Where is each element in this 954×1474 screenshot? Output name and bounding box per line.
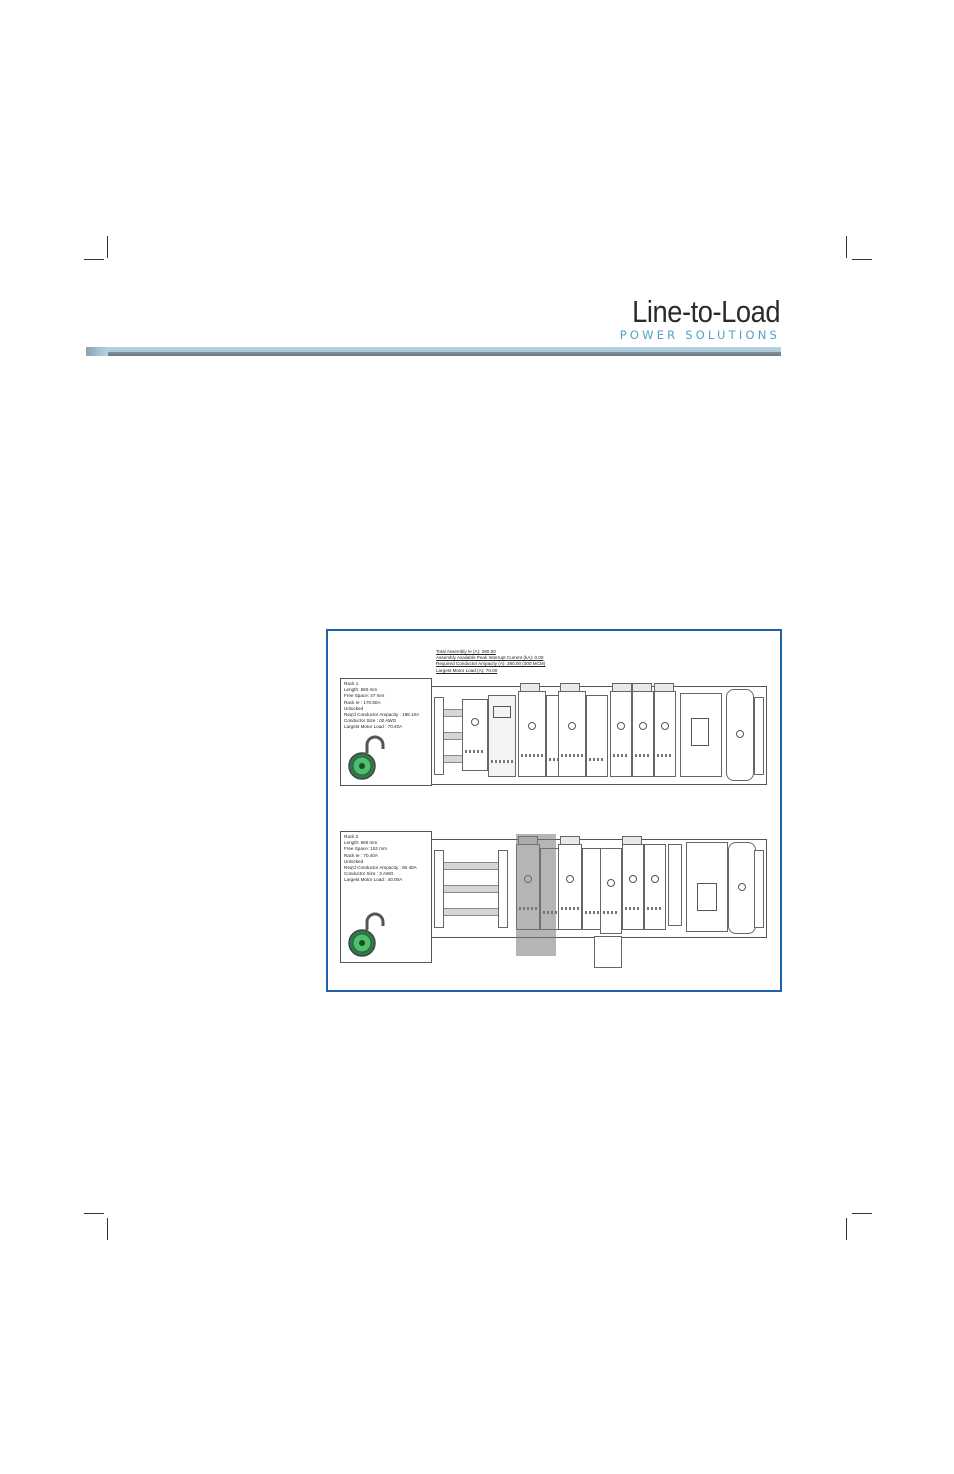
rack-2-line: Req'd Conductor Ampacity : 80.40A xyxy=(344,865,417,871)
crop-mark xyxy=(107,236,108,258)
crop-mark xyxy=(84,1213,104,1214)
crop-mark xyxy=(107,1218,108,1240)
rack-2-line: Free Space: 152 mm xyxy=(344,846,387,852)
rack-2-line: Rack Ie : 70.40A xyxy=(344,852,378,858)
contactor-module xyxy=(686,842,728,932)
rack-1-line: Conductor Size : 00 AWG xyxy=(344,718,397,724)
rack-2-drawing xyxy=(431,834,767,968)
rack-1-line: Rack Ie : 170.50A xyxy=(344,699,381,705)
breaker-module xyxy=(680,693,722,777)
end-stop xyxy=(754,850,764,928)
starter-module xyxy=(600,848,622,934)
header-rule xyxy=(86,347,781,356)
end-stop xyxy=(754,697,764,775)
rack-1-line: Free Space: 47 mm xyxy=(344,693,385,699)
rack-2-line: Length: 660 mm xyxy=(344,840,378,846)
din-rail xyxy=(444,862,504,870)
rack-2-line: Unlocked xyxy=(344,858,364,864)
highlighted-slot xyxy=(516,834,556,956)
starter-module xyxy=(654,691,676,777)
starter-module xyxy=(558,691,586,777)
end-stop xyxy=(434,850,444,928)
unlocked-padlock-icon[interactable] xyxy=(345,735,389,781)
rack-1-line: Largest Motor Load : 70.40A xyxy=(344,724,403,730)
rack-1-info: Rack 1 Length: 660 mm Free Space: 47 mm … xyxy=(340,678,432,786)
summary-line: Largest Motor Load (A): 70.00 xyxy=(436,667,498,673)
crop-mark xyxy=(84,259,104,260)
crop-mark xyxy=(852,259,872,260)
starter-module xyxy=(462,699,488,771)
rack-1-line: Unlocked xyxy=(344,705,364,711)
disconnect-module xyxy=(726,689,754,781)
brand-logo: Line-to-Load POWER SOLUTIONS xyxy=(612,294,781,342)
starter-module xyxy=(582,848,602,930)
brand-tagline: POWER SOLUTIONS xyxy=(619,328,780,342)
din-rail xyxy=(444,885,504,893)
rack-2-line: Conductor Size : 3 AWG xyxy=(344,871,394,877)
rack-2-line: Rack 2 xyxy=(344,834,359,839)
crop-mark xyxy=(846,1218,847,1240)
din-rail xyxy=(444,908,504,916)
brand-name: Line-to-Load xyxy=(632,294,780,329)
disconnect-module xyxy=(728,842,756,934)
rack-2-info: Rack 2 Length: 660 mm Free Space: 152 mm… xyxy=(340,831,432,963)
starter-module xyxy=(632,691,654,777)
starter-module xyxy=(610,691,632,777)
crop-mark xyxy=(846,236,847,258)
starter-module xyxy=(586,695,608,777)
end-stop xyxy=(498,850,508,928)
rack-1-line: Rack 1 xyxy=(344,681,359,686)
unlocked-padlock-icon[interactable] xyxy=(345,912,389,958)
summary-line: Assembly Available Peak Interrupt Curren… xyxy=(436,655,544,661)
auxiliary-module xyxy=(594,936,622,968)
starter-module xyxy=(518,691,546,777)
rack-1-line: Req'd Conductor Ampacity : 188.10A xyxy=(344,712,420,718)
end-stop xyxy=(434,697,444,775)
rack-layout-figure: Total Assembly Ie (A): 280.00 Assembly A… xyxy=(326,629,782,992)
crop-mark xyxy=(852,1213,872,1214)
rack-2-line: Largest Motor Load : 40.00A xyxy=(344,877,403,883)
assembly-summary: Total Assembly Ie (A): 280.00 Assembly A… xyxy=(436,649,545,674)
starter-module xyxy=(558,844,582,930)
rack-1-line: Length: 660 mm xyxy=(344,687,378,693)
summary-line: Total Assembly Ie (A): 280.00 xyxy=(436,649,496,654)
contactor-module xyxy=(668,844,682,926)
starter-module xyxy=(644,844,666,930)
rack-1-drawing xyxy=(431,683,767,785)
starter-module xyxy=(622,844,644,930)
drive-module xyxy=(488,695,516,777)
summary-line: Required Conductor Ampacity (A): 280.00 … xyxy=(436,661,546,667)
